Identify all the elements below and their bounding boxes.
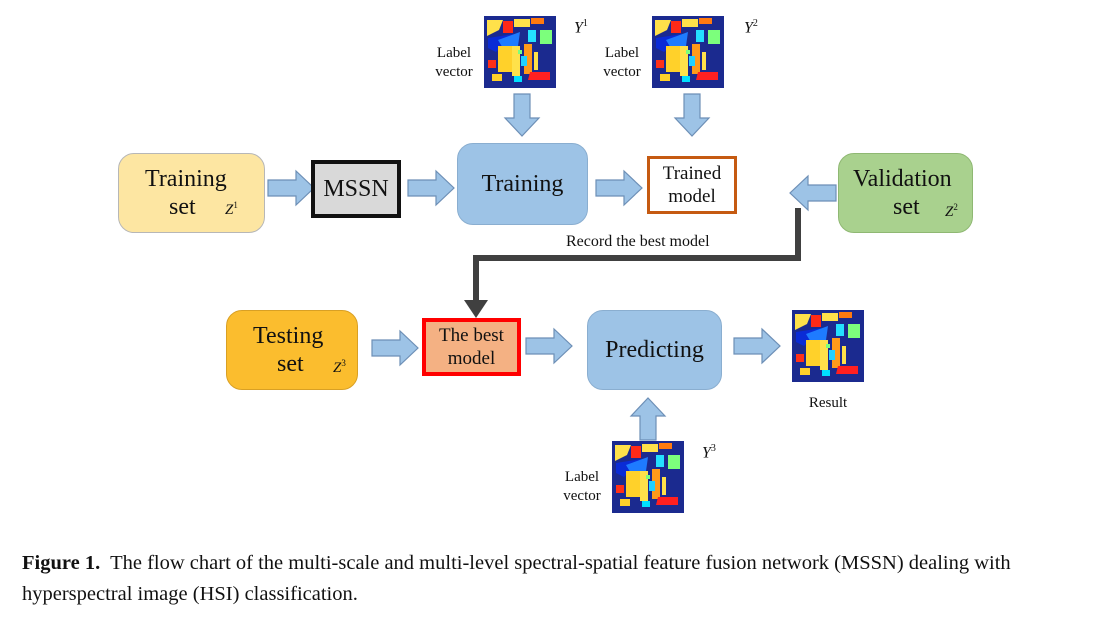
result-label: Result [808, 395, 848, 411]
label-vector-3-line2: vector [563, 488, 601, 504]
label-vector-1-var-sup: 1 [582, 18, 588, 29]
label-vector-3-var: Y3 [702, 443, 716, 462]
training-set-line2: set [169, 194, 196, 220]
arrow-trainingset-to-mssn [267, 170, 315, 206]
label-vector-3-var-letter: Y [702, 444, 711, 462]
training-label: Training [481, 170, 564, 197]
label-vector-2-line2: vector [603, 64, 641, 80]
validation-set-line1: Validation [853, 166, 952, 192]
arrow-training-to-trained [595, 170, 643, 206]
best-model-line1: The best [439, 325, 504, 346]
mssn-node: MSSN [311, 160, 401, 218]
trained-model-line1: Trained [662, 163, 722, 184]
figure-caption: Figure 1. The flow chart of the multi-sc… [22, 548, 1102, 610]
label-vector-2-line1: Label [604, 45, 640, 61]
validation-set-node: Validation set [838, 153, 973, 233]
record-best-connector [473, 208, 801, 306]
record-best-arrowhead [464, 300, 488, 318]
mssn-label: MSSN [323, 175, 389, 202]
label-vector-3-var-sup: 3 [710, 443, 716, 454]
label-vector-3-line1: Label [564, 469, 600, 485]
testing-set-line1: Testing [253, 323, 324, 349]
label-vector-1-var: Y1 [574, 18, 588, 37]
arrow-mssn-to-training [407, 170, 455, 206]
label-vector-map-2 [652, 16, 724, 88]
label-vector-1-var-letter: Y [574, 19, 583, 37]
validation-set-var-letter: Z [945, 204, 954, 220]
label-vector-1-line2: vector [435, 64, 473, 80]
caption-text: The flow chart of the multi-scale and mu… [22, 552, 1011, 605]
label-vector-1-line1: Label [436, 45, 472, 61]
training-set-var-letter: Z [225, 202, 234, 218]
training-set-node: Training set [118, 153, 265, 233]
label-vector-map-1 [484, 16, 556, 88]
caption-figure-number: Figure 1. [22, 552, 101, 574]
testing-set-line2: set [277, 351, 304, 377]
training-set-var-sup: 1 [233, 200, 238, 210]
result-map [792, 310, 864, 382]
best-model-line2: model [447, 348, 496, 369]
arrow-testingset-to-bestmodel [371, 330, 419, 366]
label-vector-map-3 [612, 441, 684, 513]
validation-set-line2: set [893, 194, 920, 220]
predicting-label: Predicting [605, 336, 704, 363]
training-node: Training [457, 143, 588, 225]
arrow-predicting-to-result [733, 328, 781, 364]
trained-model-node: Trained model [647, 156, 737, 214]
validation-set-var: Z2 [945, 202, 958, 221]
label-vector-2-var-letter: Y [744, 19, 753, 37]
testing-set-var-sup: 3 [341, 358, 346, 368]
label-vector-2-text: Label vector [592, 44, 652, 82]
label-vector-2-var-sup: 2 [752, 18, 758, 29]
testing-set-var: Z3 [333, 358, 346, 377]
label-vector-3-text: Label vector [552, 468, 612, 506]
arrow-labelvector1-to-training [504, 93, 540, 137]
training-set-line1: Training [145, 166, 227, 192]
arrow-labelvector3-to-predicting [630, 397, 666, 441]
label-vector-1-text: Label vector [424, 44, 484, 82]
training-set-var: Z1 [225, 200, 238, 219]
best-model-node: The best model [422, 318, 521, 376]
validation-set-var-sup: 2 [953, 202, 958, 212]
testing-set-node: Testing set [226, 310, 358, 390]
arrow-bestmodel-to-predicting [525, 328, 573, 364]
testing-set-var-letter: Z [333, 360, 342, 376]
arrow-validation-to-trained [789, 175, 837, 211]
trained-model-line2: model [668, 186, 716, 207]
predicting-node: Predicting [587, 310, 722, 390]
arrow-labelvector2-to-trained [674, 93, 710, 137]
label-vector-2-var: Y2 [744, 18, 758, 37]
record-best-model-label: Record the best model [566, 233, 710, 250]
